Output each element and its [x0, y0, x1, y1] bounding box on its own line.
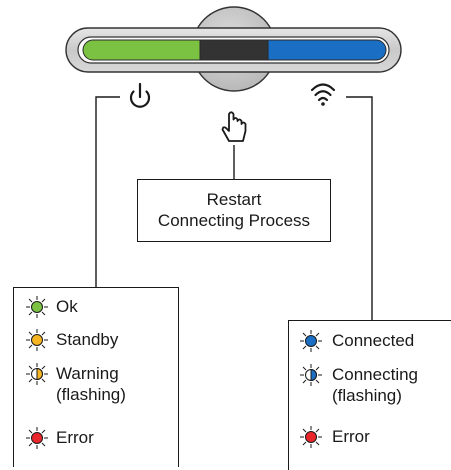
legend-label-connecting: Connecting — [332, 365, 419, 384]
led-dot — [31, 334, 43, 346]
led-ray — [28, 442, 33, 447]
led-indicator-icon — [26, 363, 48, 385]
led-ray — [315, 379, 320, 384]
led-half-fill — [36, 367, 43, 381]
led-ray — [41, 442, 46, 447]
led-ray — [28, 311, 33, 316]
legend-label-connected: Connected — [332, 331, 415, 350]
led-dot — [31, 301, 43, 313]
restart-label: Restart — [206, 190, 262, 210]
led-dot — [305, 431, 317, 443]
led-ray — [315, 345, 320, 350]
led-ray — [315, 332, 320, 337]
led-ray — [28, 365, 33, 370]
led-ray — [41, 365, 46, 370]
led-indicator-icon — [300, 330, 322, 352]
legend-item-connected: Connected — [298, 330, 414, 352]
legend-item-connecting: Connecting (flashing) — [298, 364, 418, 406]
connector-lines — [95, 96, 373, 320]
led-ray — [28, 331, 33, 336]
led-indicator-icon — [300, 364, 322, 386]
led-indicator-icon — [26, 329, 48, 351]
legend-item-standby: Standby — [24, 329, 118, 351]
led-indicator-icon — [26, 296, 48, 318]
legend-item-ok: Ok — [24, 296, 78, 318]
led-ray — [302, 428, 307, 433]
led-ray — [41, 378, 46, 383]
legend-item-warning: Warning (flashing) — [24, 363, 126, 405]
hand-pointer-icon — [221, 111, 247, 142]
legend-item-error-wifi: Error — [298, 426, 370, 448]
led-ray — [28, 344, 33, 349]
led-half-fill — [310, 368, 317, 382]
center-led-segment — [199, 39, 269, 61]
legend-label-connecting-flashing: (flashing) — [332, 386, 402, 405]
power-led-segment — [82, 39, 201, 61]
led-ray — [41, 298, 46, 303]
led-indicator-icon — [26, 427, 48, 449]
legend-label-warning-flashing: (flashing) — [56, 385, 126, 404]
led-ray — [41, 311, 46, 316]
led-dot — [31, 432, 43, 444]
legend-label-error-wifi: Error — [332, 427, 370, 446]
led-ray — [28, 378, 33, 383]
led-indicator-icon — [300, 426, 322, 448]
legend-label-error-power: Error — [56, 428, 94, 447]
led-ray — [41, 429, 46, 434]
connecting-process-label: Connecting Process — [157, 210, 311, 230]
led-ray — [41, 331, 46, 336]
led-ray — [315, 428, 320, 433]
led-ray — [302, 441, 307, 446]
legend-item-error-power: Error — [24, 427, 94, 449]
led-ray — [302, 345, 307, 350]
restart-process-box: Restart Connecting Process — [137, 179, 331, 242]
wifi-icon — [310, 83, 336, 106]
led-ray — [41, 344, 46, 349]
led-ray — [302, 332, 307, 337]
led-ray — [302, 366, 307, 371]
wifi-led-segment — [267, 39, 387, 61]
legend-label-warning: Warning — [56, 364, 119, 383]
led-ray — [315, 441, 320, 446]
legend-label-ok: Ok — [56, 297, 78, 316]
led-ray — [28, 298, 33, 303]
led-ray — [302, 379, 307, 384]
led-ray — [315, 366, 320, 371]
led-ray — [28, 429, 33, 434]
legend-label-standby: Standby — [56, 330, 119, 349]
led-dot — [305, 335, 317, 347]
power-icon — [129, 82, 151, 108]
